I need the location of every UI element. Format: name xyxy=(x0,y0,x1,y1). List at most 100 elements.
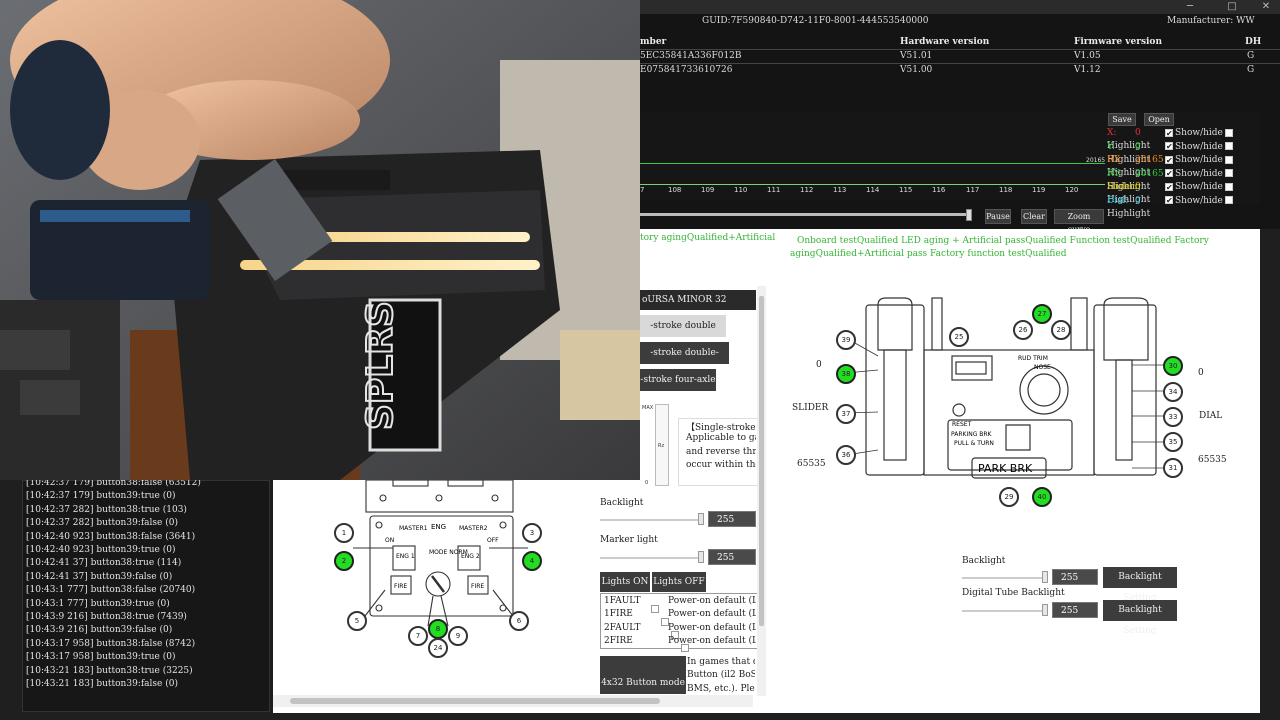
product-tab[interactable]: oURSA MINOR 32 Throttle M xyxy=(640,290,756,325)
throttle-button-38[interactable]: 38 xyxy=(836,364,856,384)
mid-backlight-track[interactable] xyxy=(600,519,704,521)
log-entry: [10:42:37 179] button38:false (63512) xyxy=(26,478,201,488)
legend-row-2: RX:20165Show/hideHighlight xyxy=(1107,154,1260,178)
highlight-label: Highlight xyxy=(1107,154,1151,165)
show-hide-checkbox[interactable] xyxy=(1165,167,1173,180)
fault-checkbox[interactable] xyxy=(681,644,689,653)
col-header-number: mber xyxy=(640,37,667,47)
mid-backlight-label: Backlight xyxy=(600,498,644,508)
eng-button-8[interactable]: 8 xyxy=(428,619,448,639)
backlight-slider-knob[interactable] xyxy=(1042,571,1048,583)
graph-tick-label: 109 xyxy=(701,186,715,194)
backlight-slider-track[interactable] xyxy=(962,577,1048,579)
eng-button-7[interactable]: 7 xyxy=(408,626,428,646)
fault-checkbox[interactable] xyxy=(661,617,669,626)
vertical-scroll-thumb[interactable] xyxy=(759,296,764,626)
throttle-button-37[interactable]: 37 xyxy=(836,404,856,424)
throttle-button-30[interactable]: 30 xyxy=(1163,356,1183,376)
save-button[interactable]: Save xyxy=(1108,113,1136,126)
fault-checkbox[interactable] xyxy=(671,631,679,640)
show-hide-label: Show/hide xyxy=(1175,182,1223,192)
backlight-value[interactable]: 255 xyxy=(1052,569,1098,585)
pause-button[interactable]: Pause xyxy=(985,209,1011,224)
graph-peak-label: 20165 xyxy=(1086,157,1106,164)
graph-tick-label: 110 xyxy=(734,186,748,194)
tube-slider-knob[interactable] xyxy=(1042,604,1048,616)
clear-button[interactable]: Clear xyxy=(1021,209,1047,224)
legend-axis-value: 0 xyxy=(1135,141,1141,152)
mode-button-1[interactable]: -stroke double shaft xyxy=(640,315,726,353)
throttle-button-35[interactable]: 35 xyxy=(1163,432,1183,452)
throttle-button-28[interactable]: 28 xyxy=(1051,320,1071,340)
eng-button-3[interactable]: 3 xyxy=(522,523,542,543)
marker-light-track[interactable] xyxy=(600,557,704,559)
lights-on-button[interactable]: Lights ON xyxy=(600,572,650,592)
zoom-curve-button[interactable]: Zoom curve xyxy=(1054,209,1104,234)
show-hide-checkbox[interactable] xyxy=(1165,140,1173,153)
rz-max-label: MAX xyxy=(642,405,654,411)
mode-button-3[interactable]: -stroke four-axle xyxy=(640,369,716,391)
throttle-button-31[interactable]: 31 xyxy=(1163,458,1183,478)
slider-max-label: 65535 xyxy=(797,459,826,469)
highlight-checkbox[interactable] xyxy=(1224,169,1233,177)
throttle-button-40[interactable]: 40 xyxy=(1032,487,1052,507)
maximize-button[interactable]: □ xyxy=(1227,1,1237,12)
open-button[interactable]: Open xyxy=(1144,113,1174,126)
show-hide-checkbox[interactable] xyxy=(1165,154,1173,167)
highlight-checkbox[interactable] xyxy=(1224,155,1233,164)
fault-checkbox[interactable] xyxy=(651,604,659,613)
engine-panel xyxy=(273,480,600,713)
horizontal-scroll-thumb[interactable] xyxy=(290,698,660,704)
button-mode-button[interactable]: 4x32 Button mode xyxy=(600,656,686,694)
mid-backlight-value[interactable]: 255 xyxy=(708,511,756,527)
show-hide-checkbox[interactable] xyxy=(1165,181,1173,194)
tube-backlight-setting-button[interactable]: Backlight Setting xyxy=(1103,600,1177,636)
eng-button-1[interactable]: 1 xyxy=(334,523,354,543)
eng-button-2[interactable]: 2 xyxy=(334,551,354,571)
lights-off-button[interactable]: Lights OFF xyxy=(652,572,706,592)
tube-backlight-value[interactable]: 255 xyxy=(1052,602,1098,618)
minimize-button[interactable]: ─ xyxy=(1186,1,1194,12)
throttle-button-25[interactable]: 25 xyxy=(949,327,969,347)
mid-backlight-knob[interactable] xyxy=(698,513,704,525)
throttle-button-39[interactable]: 39 xyxy=(836,330,856,350)
eng-button-6[interactable]: 6 xyxy=(509,611,529,631)
test-status-fragment: tory agingQualified+Artificial xyxy=(640,233,776,243)
legend-row-3: RY:20165Show/hideHighlight xyxy=(1107,167,1260,192)
eng-button-24[interactable]: 24 xyxy=(428,638,448,658)
close-button[interactable]: ✕ xyxy=(1261,1,1271,12)
throttle-button-36[interactable]: 36 xyxy=(836,445,856,465)
throttle-button-27[interactable]: 27 xyxy=(1032,304,1052,324)
throttle-button-34[interactable]: 34 xyxy=(1163,382,1183,402)
eng-button-5[interactable]: 5 xyxy=(347,611,367,631)
throttle-button-26[interactable]: 26 xyxy=(1013,320,1033,340)
show-hide-checkbox[interactable] xyxy=(1165,194,1173,207)
backlight-setting-button[interactable]: Backlight Setting xyxy=(1103,567,1177,603)
marker-light-value[interactable]: 255 xyxy=(708,549,756,565)
fault-name: 1FIRE xyxy=(604,609,633,620)
fault-description: Power-on default (LED xyxy=(668,635,756,646)
highlight-checkbox[interactable] xyxy=(1224,182,1233,191)
engine-diagram: MASTER1 MASTER2 ENG ENG 1 ENG 2 MODE NOR… xyxy=(353,480,528,627)
eng-button-4[interactable]: 4 xyxy=(522,551,542,571)
show-hide-checkbox[interactable] xyxy=(1165,127,1173,140)
pull-turn-label: PULL & TURN xyxy=(954,440,994,447)
throttle-button-29[interactable]: 29 xyxy=(999,487,1019,507)
marker-light-knob[interactable] xyxy=(698,551,704,563)
highlight-checkbox[interactable] xyxy=(1224,128,1233,137)
tube-slider-track[interactable] xyxy=(962,610,1048,612)
mode-description-line: and reverse thrust xyxy=(686,446,756,457)
highlight-checkbox[interactable] xyxy=(1224,142,1233,150)
log-entry: [10:42:37 282] button39:false (0) xyxy=(26,518,178,529)
mode-button-2[interactable]: -stroke double-shaft xyxy=(640,342,729,380)
graph-tick-label: 118 xyxy=(999,186,1013,194)
eng-button-9[interactable]: 9 xyxy=(448,626,468,646)
dial-max-label: 65535 xyxy=(1198,455,1227,465)
highlight-checkbox[interactable] xyxy=(1224,196,1233,204)
title-bar xyxy=(640,0,1280,14)
fault-name: 1FAULT xyxy=(604,596,641,606)
graph-scroll-track[interactable] xyxy=(640,213,970,216)
throttle-button-33[interactable]: 33 xyxy=(1163,407,1183,427)
fire-label-1: FIRE xyxy=(394,583,407,590)
graph-scroll-knob[interactable] xyxy=(966,209,972,221)
